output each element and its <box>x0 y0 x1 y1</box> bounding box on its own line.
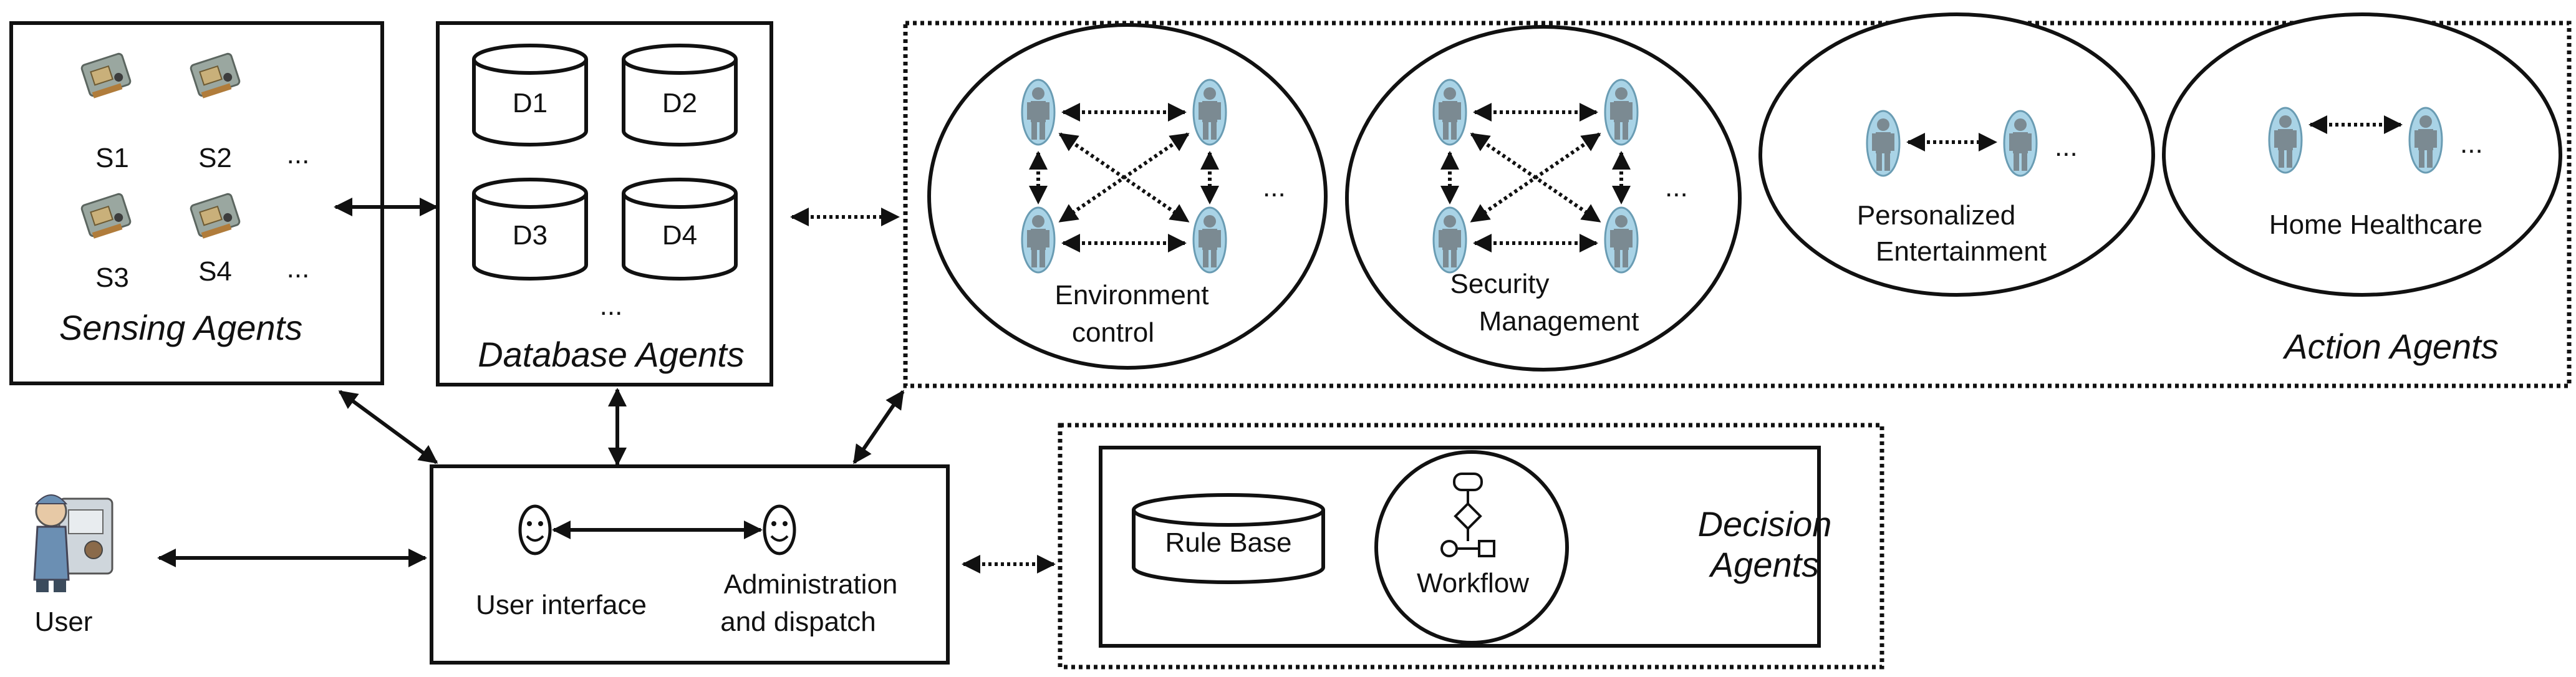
robot-icon <box>1021 79 1056 146</box>
robot-icon <box>2408 107 2443 174</box>
sensing-agents-box: S1 S2 S3 S4 ... ... Sensing Agents <box>9 21 384 385</box>
group-label: Entertainment <box>1876 236 2047 267</box>
robot-icon <box>1192 206 1227 274</box>
action-agents-box: ... Environment control ... Security Man… <box>903 12 2572 388</box>
personalized-entertainment-group: ... Personalized Entertainment <box>1758 12 2155 297</box>
group-label: Management <box>1479 306 1639 337</box>
robot-icon <box>1192 79 1227 146</box>
agents-ellipsis: ... <box>1263 172 1286 203</box>
robot-icon <box>1021 206 1056 274</box>
robot-icon <box>1432 79 1467 146</box>
database-label: D3 <box>513 220 548 251</box>
database-agents-box: D1 D2 D3 D4 ... Database Agents <box>436 21 773 387</box>
decision-agents-title: Agents <box>1709 545 1819 584</box>
database-label: D1 <box>513 88 548 118</box>
robot-icon <box>1432 206 1467 274</box>
robot-icon <box>1604 79 1639 146</box>
group-label: Environment <box>1054 280 1208 310</box>
action-agents-title: Action Agents <box>2282 327 2498 366</box>
sensor-label: S1 <box>95 143 129 173</box>
robot-icon <box>1866 110 1901 177</box>
decision-agents-title: Decision <box>1698 504 1832 544</box>
database-cylinder <box>622 44 738 146</box>
agents-ellipsis: ... <box>2055 132 2078 162</box>
link-arrow <box>1470 132 1601 223</box>
robot-icon <box>1604 206 1639 274</box>
decision-agents-box: Rule Base Workflow Decision Agents <box>1058 423 1884 670</box>
database-ellipsis: ... <box>600 290 623 321</box>
database-label: D4 <box>662 220 697 251</box>
link-arrow <box>1058 132 1190 223</box>
user-icon <box>33 494 113 592</box>
administration-label: Administration <box>724 569 898 600</box>
group-label: control <box>1072 317 1154 348</box>
rule-base-label: Rule Base <box>1165 527 1291 558</box>
database-cylinder <box>472 44 588 146</box>
interface-action-arrow <box>852 390 905 464</box>
sensor-label: S2 <box>198 143 232 173</box>
group-label: Personalized <box>1857 200 2015 231</box>
home-healthcare-group: ... Home Healthcare <box>2162 12 2562 297</box>
environment-control-group: ... Environment control <box>927 23 1328 370</box>
workflow-label: Workflow <box>1417 568 1529 598</box>
sensor-label: S4 <box>198 256 232 287</box>
sensing-interface-arrow <box>338 390 438 464</box>
administration-icon <box>765 506 794 554</box>
agents-ellipsis: ... <box>1665 172 1688 203</box>
database-cylinder <box>472 178 588 281</box>
database-label: D2 <box>662 88 697 118</box>
sensor-ellipsis: ... <box>287 139 310 170</box>
group-label: Home Healthcare <box>2269 209 2482 240</box>
workflow-icon <box>1440 473 1495 557</box>
agents-ellipsis: ... <box>2460 128 2483 159</box>
robot-icon <box>2268 107 2303 174</box>
database-agents-title: Database Agents <box>478 335 745 374</box>
sensor-label: S3 <box>95 262 129 293</box>
robot-icon <box>2003 110 2038 177</box>
user-interface-label: User interface <box>476 590 647 620</box>
administration-label: and dispatch <box>720 607 876 637</box>
group-label: Security <box>1450 269 1550 299</box>
user-interface-icon <box>520 506 550 554</box>
sensor-ellipsis: ... <box>287 253 310 284</box>
sensing-agents-title: Sensing Agents <box>59 308 302 347</box>
interface-dispatch-box: User interface Administration and dispat… <box>430 464 950 665</box>
rule-base-cylinder <box>1132 493 1325 584</box>
user-label: User <box>35 607 93 637</box>
security-management-group: ... Security Management <box>1345 25 1742 372</box>
user-figure: User <box>33 494 113 637</box>
database-cylinder <box>622 178 738 281</box>
